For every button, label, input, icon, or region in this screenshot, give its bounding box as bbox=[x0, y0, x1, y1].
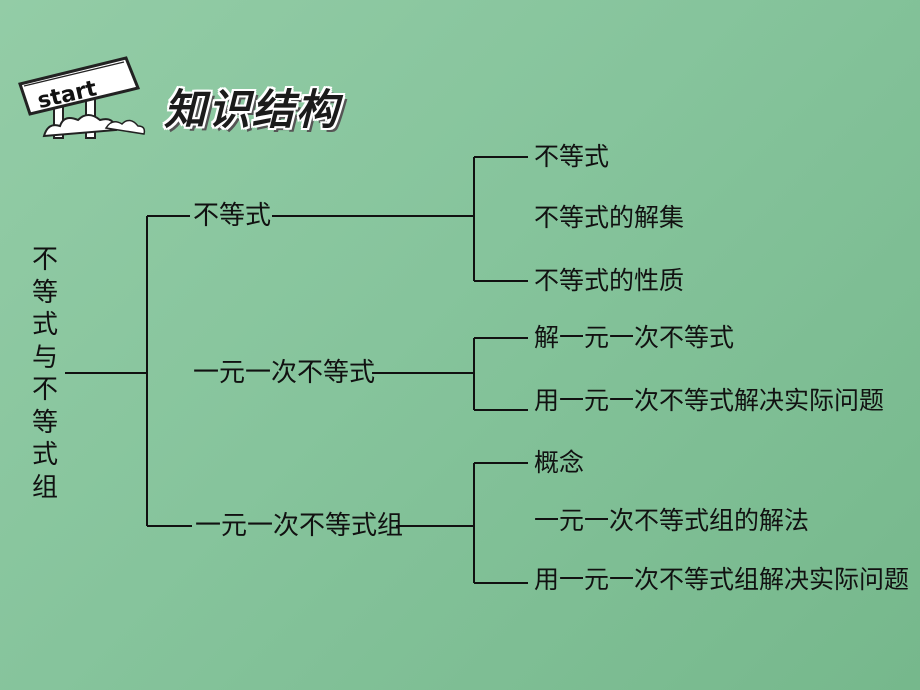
start-signpost-logo: start bbox=[18, 56, 146, 139]
page-title: 知识结构 bbox=[164, 85, 341, 134]
branch-node-linear-inequality-system: 一元一次不等式组 bbox=[195, 511, 404, 541]
leaf-node: 用一元一次不等式组解决实际问题 bbox=[534, 565, 910, 594]
leaf-node: 概念 bbox=[534, 448, 585, 477]
branch-node-inequality: 不等式 bbox=[193, 201, 272, 231]
branch-node-linear-inequality: 一元一次不等式 bbox=[193, 358, 376, 388]
leaf-node: 不等式 bbox=[534, 142, 610, 171]
leaf-node: 不等式的解集 bbox=[534, 203, 685, 232]
leaf-node: 解一元一次不等式 bbox=[534, 323, 735, 352]
leaf-node: 用一元一次不等式解决实际问题 bbox=[534, 386, 885, 415]
leaf-node: 不等式的性质 bbox=[534, 266, 685, 295]
leaf-node: 一元一次不等式组的解法 bbox=[534, 506, 810, 535]
root-node: 不等式与不等式组 bbox=[31, 245, 58, 503]
